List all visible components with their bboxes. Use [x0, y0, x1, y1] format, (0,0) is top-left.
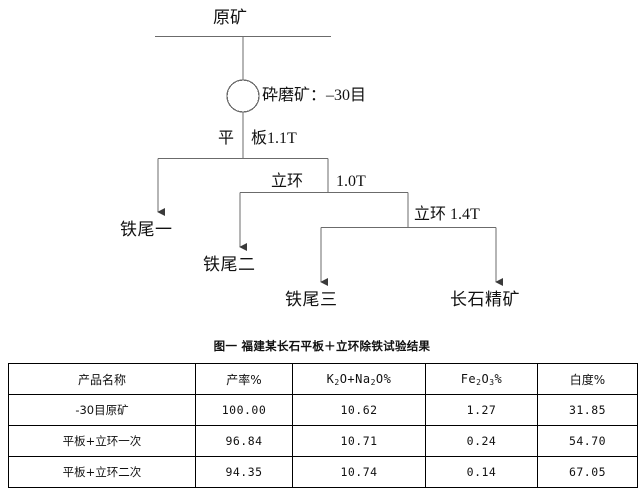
kna-sub-1: 2 [334, 377, 340, 387]
label-grind-operation: 砕磨矿：–30目 [262, 87, 367, 104]
cell-whiteness: 31.85 [537, 394, 638, 426]
flowsheet-diagram: 原矿 砕磨矿：–30目 平 板1.1T 立环 1.0T 立环 1.4T 铁尾一 … [120, 8, 520, 309]
kna-suffix: O% [375, 371, 392, 386]
col-header-fe2o3: Fe2O3% [425, 363, 538, 395]
label-product-tail2: 铁尾二 [203, 255, 256, 274]
cell-product-name: 平板+立环二次 [8, 456, 196, 488]
kna-prefix: K [326, 371, 335, 386]
col-header-k2o-na2o: K2O+Na2O% [292, 363, 426, 395]
label-product-tail3: 铁尾三 [285, 290, 338, 309]
cell-fe2o3: 1.27 [425, 394, 538, 426]
cell-yield: 94.35 [195, 456, 293, 488]
cell-yield: 100.00 [195, 394, 293, 426]
col-header-yield: 产率% [195, 363, 293, 395]
cell-product-name: -30目原矿 [8, 394, 196, 426]
kna-middle: O+Na [339, 371, 371, 386]
cell-whiteness: 54.70 [537, 425, 638, 457]
cell-fe2o3: 0.24 [425, 425, 538, 457]
cell-k2o-na2o: 10.74 [292, 456, 426, 488]
cell-k2o-na2o: 10.62 [292, 394, 426, 426]
label-stage3: 立环 1.4T [414, 206, 480, 223]
fe-middle: O [481, 371, 490, 386]
col-header-product-name: 产品名称 [8, 363, 196, 395]
fe-prefix: Fe [460, 371, 477, 386]
results-table: 产品名称 产率% K2O+Na2O% Fe2O3% 白度% -30目原矿 100… [8, 363, 638, 488]
table-header-row: 产品名称 产率% K2O+Na2O% Fe2O3% 白度% [8, 363, 638, 395]
label-stage2-left: 立环 [271, 173, 304, 190]
label-feed: 原矿 [213, 8, 247, 27]
label-stage2-right: 1.0T [336, 173, 366, 190]
label-product-concentrate: 长石精矿 [450, 290, 520, 309]
flowsheet-svg [155, 35, 503, 286]
cell-product-name: 平板+立环一次 [8, 425, 196, 457]
cell-k2o-na2o: 10.71 [292, 425, 426, 457]
figure-caption: 图一 福建某长石平板＋立环除铁试验结果 [213, 339, 431, 353]
table-row: 平板+立环一次 96.84 10.71 0.24 54.70 [8, 425, 638, 457]
kna-sub-2: 2 [370, 377, 376, 387]
cell-whiteness: 67.05 [537, 456, 638, 488]
table-row: -30目原矿 100.00 10.62 1.27 31.85 [8, 394, 638, 426]
cell-yield: 96.84 [195, 425, 293, 457]
fe-suffix: % [494, 371, 503, 386]
table-row: 平板+立环二次 94.35 10.74 0.14 67.05 [8, 456, 638, 488]
grinding-mill-circle [226, 79, 260, 113]
label-product-tail1: 铁尾一 [120, 220, 173, 239]
cell-fe2o3: 0.14 [425, 456, 538, 488]
col-header-whiteness: 白度% [537, 363, 638, 395]
label-stage1-right: 板1.1T [251, 130, 297, 147]
fe-sub-2: 3 [489, 377, 495, 387]
fe-sub-1: 2 [476, 377, 482, 387]
label-stage1-left: 平 [218, 130, 235, 147]
